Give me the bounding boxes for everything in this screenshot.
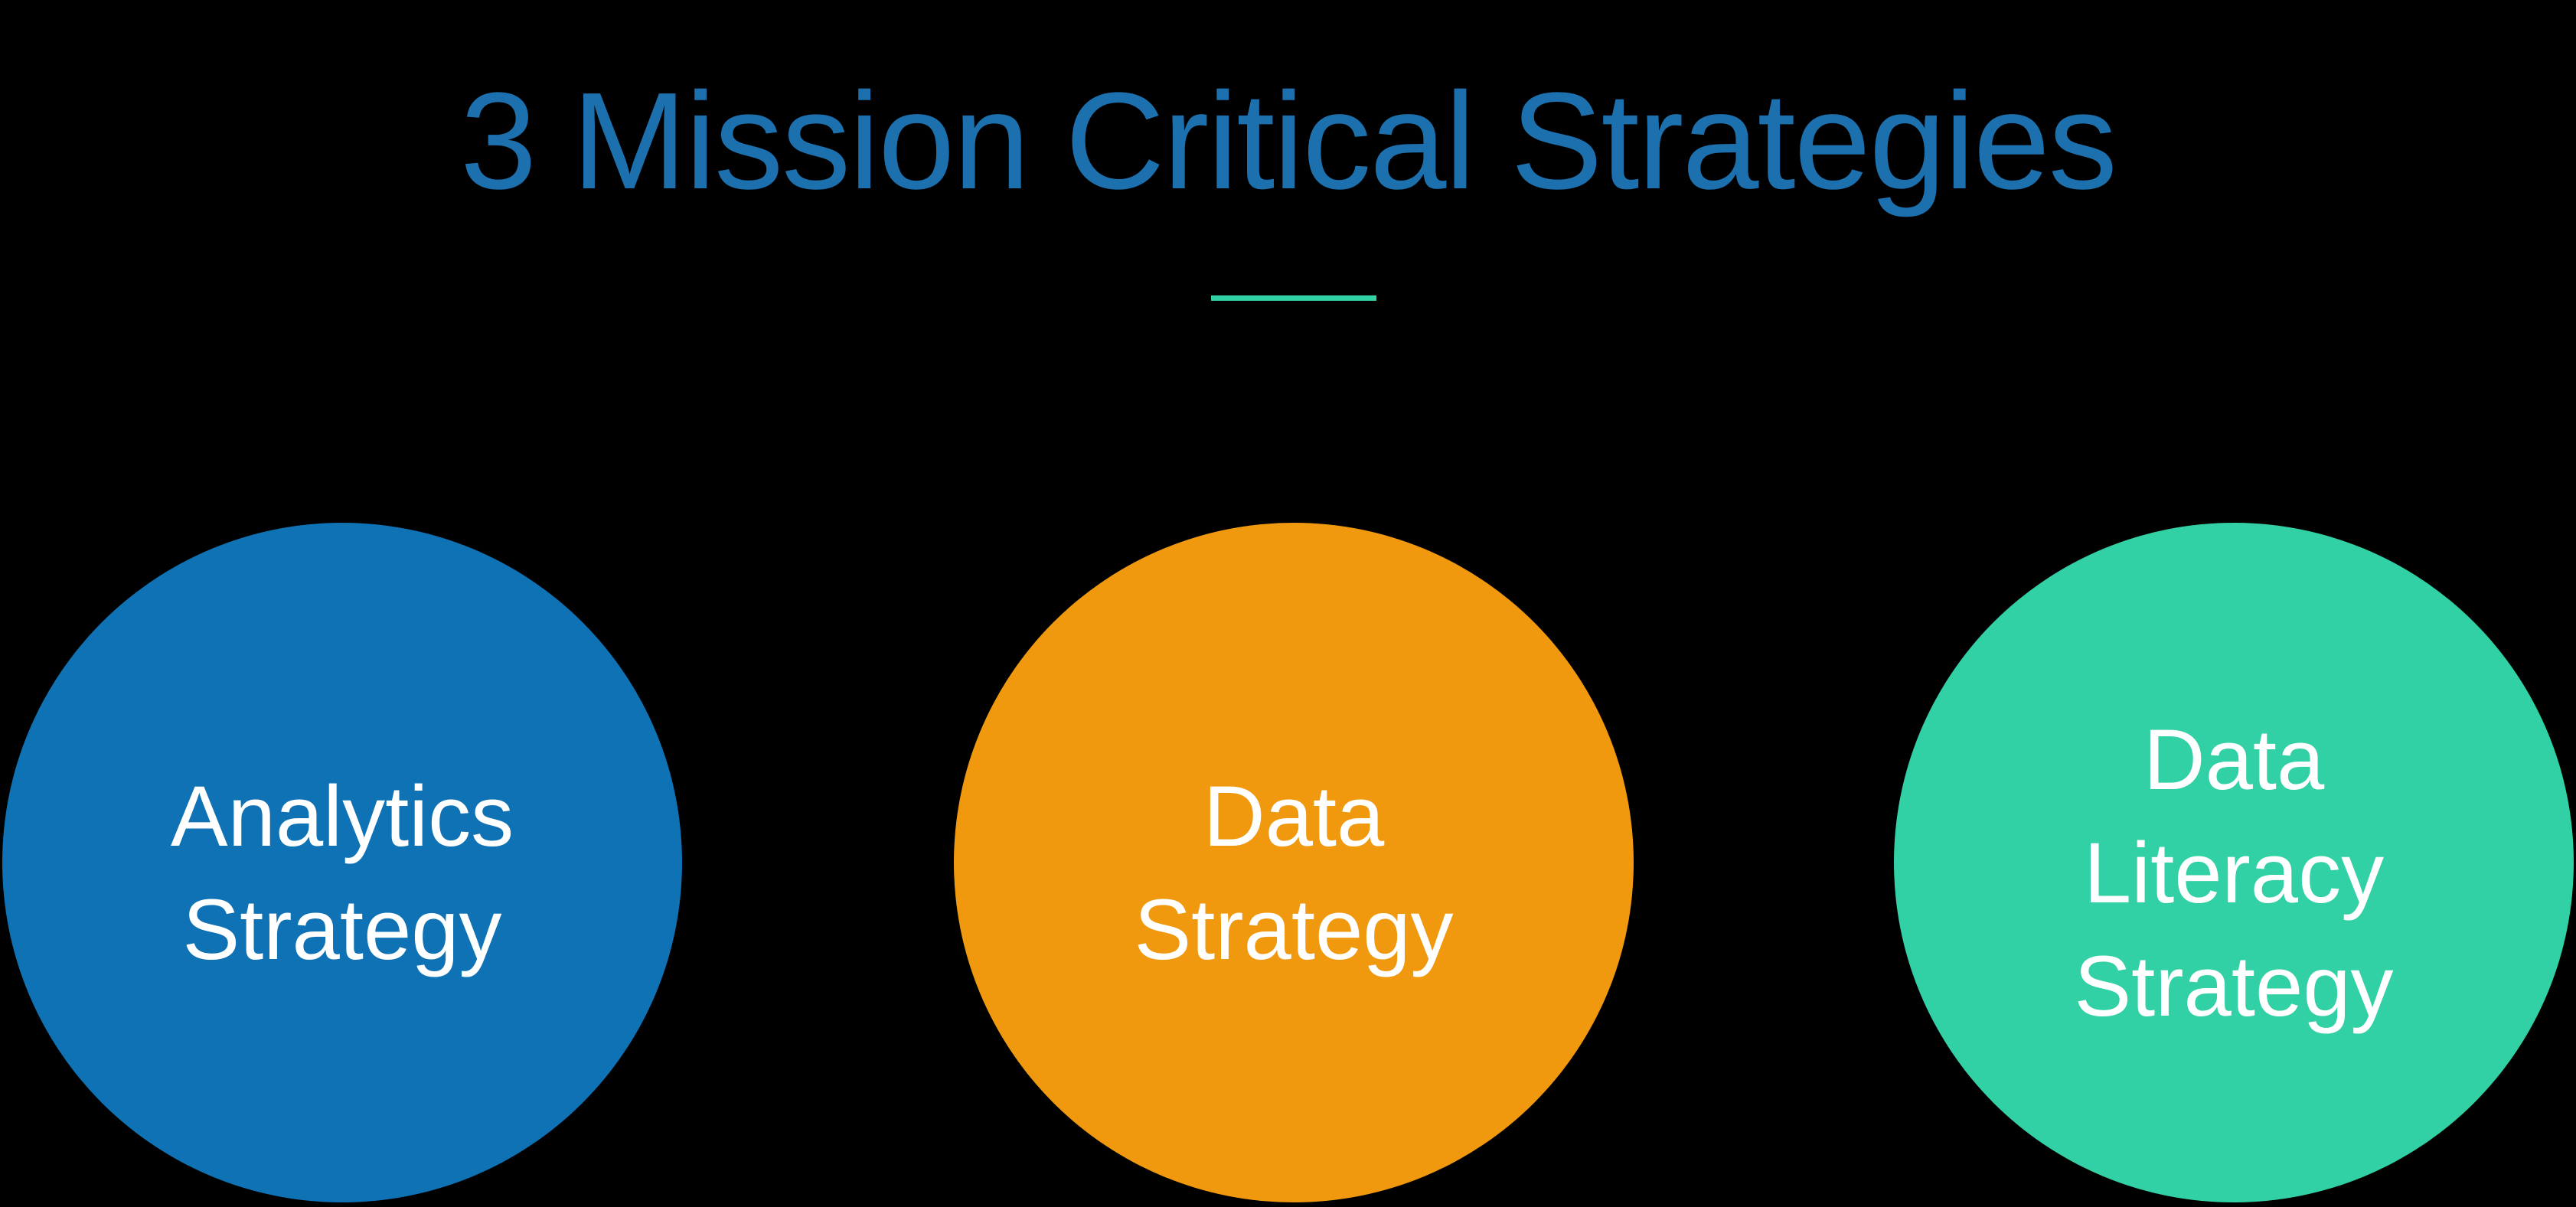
label-line: Strategy	[1134, 882, 1454, 977]
data-literacy-strategy-label: Data Literacy Strategy	[2074, 703, 2393, 1042]
title-divider	[1211, 295, 1376, 301]
data-strategy-label: Data Strategy	[1134, 760, 1453, 987]
label-line: Strategy	[182, 882, 502, 977]
label-line: Strategy	[2074, 938, 2394, 1034]
data-strategy-circle: Data Strategy	[954, 523, 1634, 1202]
slide-title: 3 Mission Critical Strategies	[460, 64, 2117, 218]
label-line: Literacy	[2083, 825, 2385, 922]
data-literacy-strategy-circle: Data Literacy Strategy	[1894, 523, 2574, 1202]
label-line: Data	[2143, 712, 2325, 808]
analytics-strategy-label: Analytics Strategy	[171, 760, 514, 987]
label-line: Data	[1203, 768, 1385, 865]
analytics-strategy-circle: Analytics Strategy	[2, 523, 682, 1202]
label-line: Analytics	[170, 768, 514, 865]
